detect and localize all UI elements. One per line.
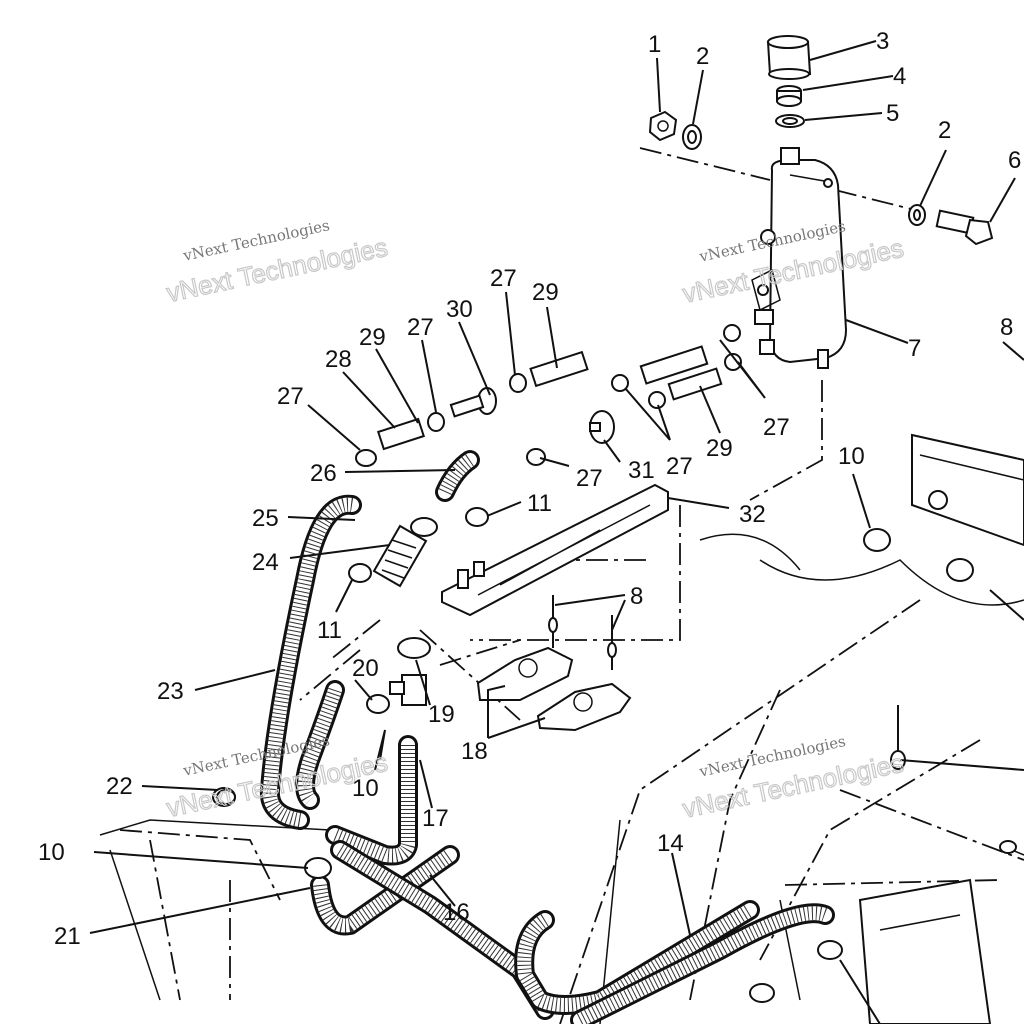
washer: [682, 124, 702, 150]
hose-17: [325, 735, 418, 866]
callout-27-f: 27: [763, 414, 790, 441]
callout-19: 19: [428, 701, 455, 728]
callout-30: 30: [446, 296, 473, 323]
callout-1: 1: [648, 31, 661, 58]
callout-29-b: 29: [359, 324, 386, 351]
callout-11-b: 11: [317, 617, 342, 644]
callout-2: 2: [696, 43, 709, 70]
callout-24: 24: [252, 549, 279, 576]
callout-23: 23: [157, 678, 184, 705]
tube-29-b: [639, 345, 723, 401]
hose-23: [259, 494, 362, 830]
callout-18: 18: [461, 738, 488, 765]
watermark-bottom-right: vNext Technologies vNext Technologies: [679, 732, 907, 824]
rivets-8: [548, 595, 906, 770]
clamps-27: [355, 324, 742, 467]
callout-5: 5: [886, 100, 899, 127]
hose-14: [514, 900, 760, 1015]
callout-14: 14: [657, 830, 684, 857]
bracket-18-a: [476, 646, 574, 701]
clamps-11: [348, 507, 489, 583]
hose-20: [295, 680, 345, 810]
callout-7: 7: [908, 335, 921, 362]
callout-22: 22: [106, 773, 133, 800]
washer: [908, 204, 926, 226]
leader-lines: [89, 40, 1024, 1024]
callout-27-a: 27: [490, 265, 517, 292]
callout-4: 4: [893, 63, 906, 90]
callout-8: 8: [630, 583, 643, 610]
hose-26: [435, 450, 480, 502]
fuel-filter: [449, 387, 615, 444]
callout-11-a: 11: [527, 490, 552, 517]
callout-17: 17: [422, 805, 449, 832]
callout-10-b: 10: [352, 775, 379, 802]
engine-box: [858, 433, 1024, 1024]
callout-31: 31: [628, 457, 655, 484]
spring-hose: [372, 517, 438, 588]
tee-fitting: [389, 637, 431, 706]
callout-29-a: 29: [532, 279, 559, 306]
fitting-28: [376, 417, 426, 451]
callout-6: 6: [1008, 147, 1021, 174]
watermark-top-left: vNext Technologies vNext Technologies: [163, 216, 391, 308]
fitting-22: [216, 789, 236, 805]
oil-tank: [751, 147, 848, 369]
callout-10-a: 10: [838, 443, 865, 470]
hose-16: [330, 840, 555, 1020]
bracket-18-b: [536, 682, 632, 732]
callout-labels: 1 2 3 4 5 2 6 7 8 27 29 30 27 29 28 27 2…: [38, 28, 1021, 950]
hose-14b: [570, 903, 835, 1024]
callout-10-c: 10: [38, 839, 65, 866]
callout-32: 32: [739, 501, 766, 528]
callout-21: 21: [54, 923, 81, 950]
callout-27-b: 27: [407, 314, 434, 341]
cap-seal: [776, 85, 802, 107]
callout-28: 28: [325, 346, 352, 373]
callout-27-d: 27: [576, 465, 603, 492]
callout-27-c: 27: [277, 383, 304, 410]
heat-shield: [441, 483, 669, 617]
callout-20: 20: [352, 655, 379, 682]
tube-29-a: [529, 350, 589, 388]
callout-2b: 2: [938, 117, 951, 144]
callout-3: 3: [876, 28, 889, 55]
bolt: [935, 209, 994, 246]
callout-8-top: 8: [1000, 314, 1013, 341]
callout-25: 25: [252, 505, 279, 532]
hose-21: [310, 845, 460, 936]
nut: [648, 110, 678, 142]
callout-16: 16: [443, 899, 470, 926]
callout-29-c: 29: [706, 435, 733, 462]
callout-27-e: 27: [666, 453, 693, 480]
cap-washer: [775, 114, 805, 128]
tank-cap: [766, 35, 812, 80]
callout-26: 26: [310, 460, 337, 487]
